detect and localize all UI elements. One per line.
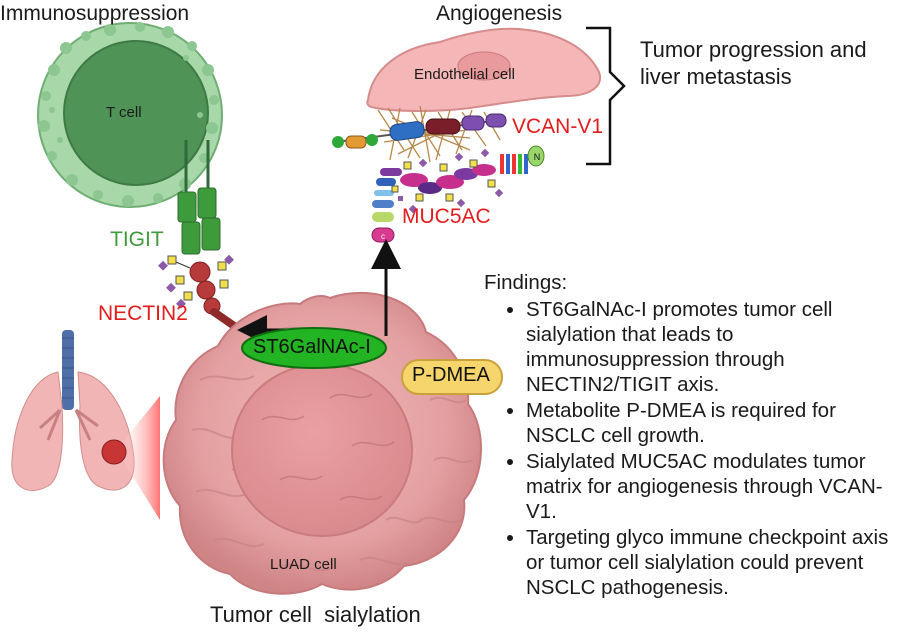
- finding-item: ST6GalNAc-I promotes tumor cell sialylat…: [526, 297, 894, 397]
- muc5ac-label: MUC5AC: [402, 205, 491, 228]
- mucin-n-label: N: [534, 152, 541, 162]
- mucin-n-terminal: [527, 145, 545, 167]
- angiogenesis-heading: Angiogenesis: [436, 2, 563, 25]
- mucin-glycans: [391, 148, 504, 214]
- progression-bracket: [586, 26, 626, 166]
- vcan-v1-label: VCAN-V1: [512, 115, 604, 138]
- lung-tumor-spot: [101, 439, 127, 465]
- mucin-tr-bands: [500, 154, 528, 174]
- progression-label: Tumor progression and liver metastasis: [640, 37, 867, 89]
- finding-item: Metabolite P-DMEA is required for NSCLC …: [526, 398, 894, 448]
- finding-item: Targeting glyco immune checkpoint axis o…: [526, 525, 894, 600]
- st6galnac-i-pill: [241, 327, 387, 369]
- tigit-label: TIGIT: [110, 228, 164, 251]
- nectin2-glycans: [158, 254, 234, 309]
- immunosuppression-heading: Immunosuppression: [0, 2, 190, 25]
- p-dmea-pill: [401, 359, 503, 395]
- findings-title: Findings:: [484, 271, 568, 294]
- tumor-sialylation-label: Tumor cell sialylation: [210, 602, 421, 627]
- endothelial-cell: [366, 27, 601, 112]
- p-dmea-label: P-DMEA: [412, 364, 490, 386]
- zoom-beam: [116, 396, 160, 520]
- findings-panel: Findings: ST6GalNAc-I promotes tumor cel…: [484, 270, 894, 601]
- tigit-receptor: [177, 140, 221, 255]
- luad-cell-label: LUAD cell: [270, 556, 337, 573]
- findings-list: ST6GalNAc-I promotes tumor cell sialylat…: [484, 297, 894, 600]
- t-cell-label: T cell: [106, 104, 142, 121]
- nectin2-label: NECTIN2: [98, 302, 188, 325]
- st6galnac-i-label: ST6GalNAc-I: [253, 336, 371, 358]
- mucin-c-label: c: [381, 232, 385, 241]
- luad-tumor-cell: [162, 291, 483, 595]
- endothelial-cell-label: Endothelial cell: [414, 66, 515, 83]
- lungs-illustration: [11, 330, 160, 520]
- finding-item: Sialylated MUC5AC modulates tumor matrix…: [526, 449, 894, 524]
- muc5ac-mucin: N c: [371, 145, 545, 243]
- vcan-v1-chain: [332, 113, 507, 149]
